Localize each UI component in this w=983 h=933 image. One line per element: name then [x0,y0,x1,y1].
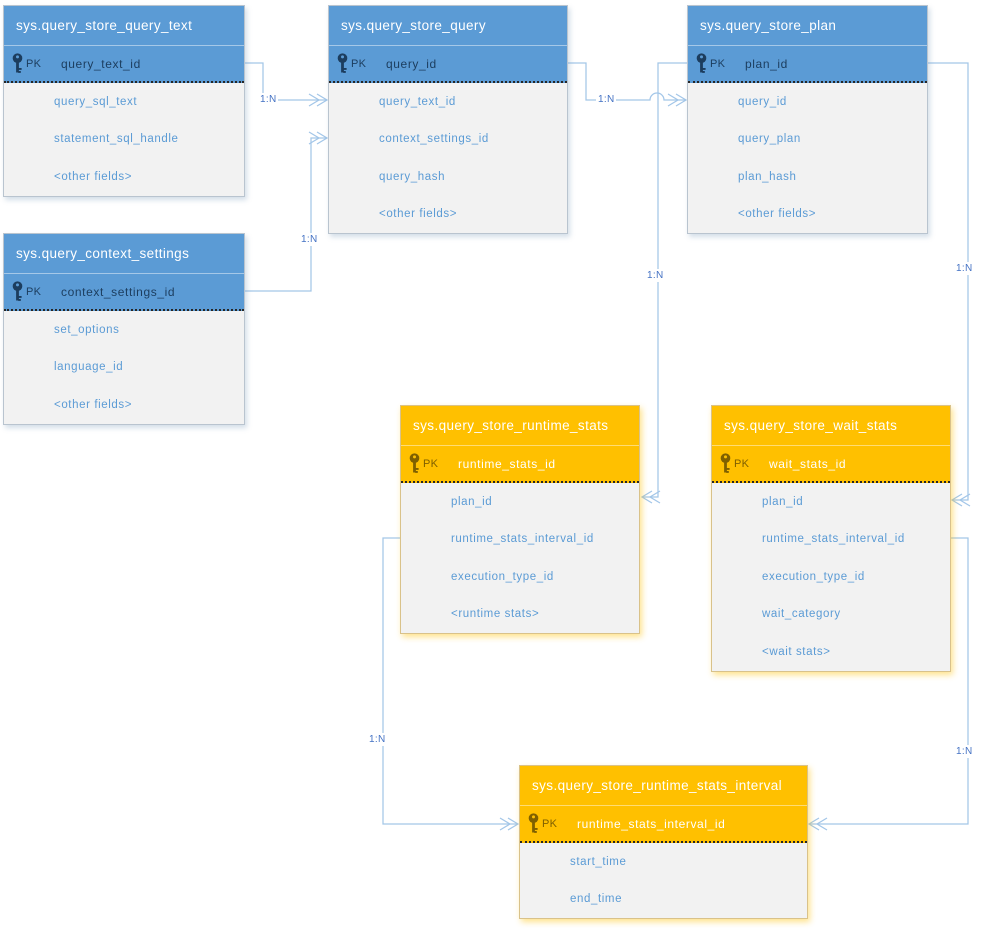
table-query-store-runtime-stats-interval: sys.query_store_runtime_stats_interval P… [519,765,808,919]
field-row: <other fields> [379,208,458,221]
pk-row: PK runtime_stats_id [401,445,639,483]
pk-badge: PK [542,817,558,830]
cardinality-label: 1:N [954,745,975,758]
key-icon [408,452,423,475]
connector-contextsettings-to-query [245,137,326,292]
field-row: start_time [570,855,627,868]
key-icon [336,52,351,75]
pk-badge: PK [351,57,367,70]
connector-waitstats-to-interval [810,537,969,825]
pk-field-name: query_id [386,56,437,71]
table-title: sys.query_store_query_text [4,6,244,45]
field-row: context_settings_id [379,133,489,146]
field-row: query_text_id [379,95,456,108]
field-row: language_id [54,361,124,374]
pk-field-name: wait_stats_id [769,456,847,471]
field-row: plan_hash [738,170,797,183]
pk-badge: PK [710,57,726,70]
pk-row: PK context_settings_id [4,273,244,311]
table-query-store-runtime-stats: sys.query_store_runtime_stats PK runtime… [400,405,640,634]
field-row: query_hash [379,170,446,183]
cardinality-label: 1:N [596,93,617,106]
field-row: plan_id [451,495,493,508]
field-row: query_sql_text [54,95,138,108]
pk-row: PK query_text_id [4,45,244,83]
field-row: execution_type_id [451,570,554,583]
field-row: statement_sql_handle [54,133,179,146]
key-icon [527,812,542,835]
table-query-store-wait-stats: sys.query_store_wait_stats PK wait_stats… [711,405,951,672]
key-icon [719,452,734,475]
table-title: sys.query_store_runtime_stats_interval [520,766,807,805]
connector-querytext-to-query [245,62,326,101]
field-row: query_plan [738,133,801,146]
key-icon [11,52,26,75]
pk-row: PK wait_stats_id [712,445,950,483]
pk-badge: PK [26,57,42,70]
field-row: <other fields> [54,170,133,183]
table-title: sys.query_store_plan [688,6,927,45]
pk-field-name: runtime_stats_interval_id [577,816,726,831]
pk-field-name: query_text_id [61,56,141,71]
field-row: wait_category [762,608,841,621]
field-row: plan_id [762,495,804,508]
field-row: execution_type_id [762,570,865,583]
pk-badge: PK [26,285,42,298]
table-query-store-plan: sys.query_store_plan PK plan_id query_id… [687,5,928,234]
table-title: sys.query_store_query [329,6,567,45]
field-row: query_id [738,95,787,108]
cardinality-label: 1:N [954,262,975,275]
table-title: sys.query_store_runtime_stats [401,406,639,445]
cardinality-label: 1:N [258,93,279,106]
cardinality-label: 1:N [645,269,666,282]
pk-row: PK query_id [329,45,567,83]
table-query-store-query-text: sys.query_store_query_text PK query_text… [3,5,245,197]
pk-field-name: plan_id [745,56,788,71]
pk-field-name: runtime_stats_id [458,456,556,471]
field-row: <other fields> [738,208,817,221]
key-icon [11,280,26,303]
field-row: <runtime stats> [451,608,540,621]
pk-row: PK runtime_stats_interval_id [520,805,807,843]
key-icon [695,52,710,75]
table-query-context-settings: sys.query_context_settings PK context_se… [3,233,245,425]
field-row: <wait stats> [762,645,831,658]
table-title: sys.query_context_settings [4,234,244,273]
pk-badge: PK [734,457,750,470]
table-title: sys.query_store_wait_stats [712,406,950,445]
cardinality-label: 1:N [299,233,320,246]
connector-runtimestats-to-interval [382,537,517,825]
connector-query-to-plan [568,62,685,101]
field-row: set_options [54,323,120,336]
pk-field-name: context_settings_id [61,284,176,299]
table-query-store-query: sys.query_store_query PK query_id query_… [328,5,568,234]
pk-row: PK plan_id [688,45,927,83]
pk-badge: PK [423,457,439,470]
cardinality-label: 1:N [367,733,388,746]
field-row: end_time [570,893,623,906]
field-row: <other fields> [54,398,133,411]
field-row: runtime_stats_interval_id [451,533,594,546]
field-row: runtime_stats_interval_id [762,533,905,546]
